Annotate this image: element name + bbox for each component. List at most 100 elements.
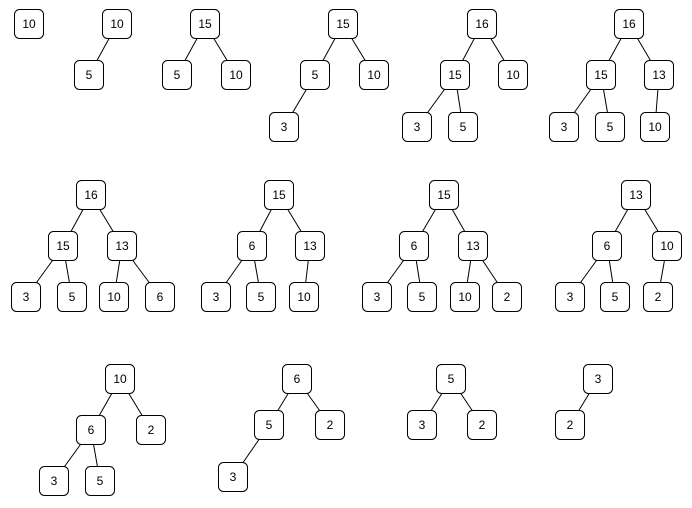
node-value: 10 — [22, 17, 36, 31]
node-value: 13 — [629, 188, 643, 202]
node-box — [586, 60, 616, 90]
tree-edge — [254, 260, 259, 283]
node-value: 10 — [110, 17, 124, 31]
node-value: 5 — [69, 290, 76, 304]
heap-tree-14: 32 — [555, 364, 613, 440]
node-value: 15 — [272, 188, 286, 202]
node-value: 15 — [198, 17, 212, 31]
node-value: 3 — [281, 120, 288, 134]
tree-edge — [115, 260, 121, 283]
node-value: 3 — [213, 290, 220, 304]
node-value: 3 — [567, 290, 574, 304]
node-box — [328, 9, 358, 39]
tree-node: 5 — [407, 282, 437, 312]
node-value: 10 — [297, 290, 311, 304]
tree-node: 10 — [289, 282, 319, 312]
tree-root-node: 3 — [583, 364, 613, 394]
tree-node: 3 — [269, 112, 299, 142]
node-box — [640, 112, 670, 142]
tree-root-node: 6 — [282, 364, 312, 394]
tree-edge — [637, 38, 651, 61]
tree-root-node: 10 — [102, 9, 132, 39]
tree-root-node: 16 — [467, 9, 497, 39]
node-value: 5 — [460, 120, 467, 134]
tree-node: 6 — [399, 231, 429, 261]
node-value: 2 — [655, 290, 662, 304]
node-box — [362, 282, 392, 312]
tree-edge — [65, 260, 70, 283]
node-value: 3 — [23, 290, 30, 304]
tree-node: 5 — [74, 60, 104, 90]
tree-root-node: 16 — [614, 9, 644, 39]
tree-root-node: 15 — [429, 180, 459, 210]
node-box — [190, 9, 220, 39]
tree-edge — [36, 260, 53, 283]
tree-node: 5 — [300, 60, 330, 90]
tree-edge — [427, 89, 445, 113]
node-box — [436, 364, 466, 394]
tree-edge — [456, 89, 462, 113]
node-box — [237, 231, 267, 261]
heap-tree-13: 5 3 2 — [407, 364, 497, 440]
heap-tree-1: 10 — [14, 9, 44, 39]
node-box — [105, 364, 135, 394]
node-box — [289, 282, 319, 312]
tree-edge — [578, 393, 590, 411]
node-value: 2 — [479, 418, 486, 432]
tree-node: 10 — [99, 282, 129, 312]
node-box — [644, 60, 674, 90]
node-value: 13 — [303, 239, 317, 253]
tree-edge — [128, 393, 143, 416]
node-box — [429, 180, 459, 210]
tree-edge — [306, 393, 321, 411]
tree-edge — [603, 89, 608, 113]
node-value: 15 — [448, 68, 462, 82]
node-box — [11, 282, 41, 312]
tree-edge — [184, 38, 198, 61]
tree-edge — [96, 38, 110, 61]
tree-edge — [655, 89, 659, 113]
node-value: 2 — [327, 418, 334, 432]
tree-node: 2 — [315, 410, 345, 440]
node-box — [39, 466, 69, 496]
tree-edge — [64, 444, 81, 467]
tree-node: 2 — [492, 282, 522, 312]
node-value: 16 — [84, 188, 98, 202]
node-box — [583, 364, 613, 394]
node-value: 3 — [374, 290, 381, 304]
node-box — [99, 282, 129, 312]
tree-edge — [580, 260, 597, 283]
tree-node: 10 — [498, 60, 528, 90]
node-value: 6 — [88, 423, 95, 437]
node-value: 5 — [448, 372, 455, 386]
tree-edge — [213, 38, 228, 61]
node-value: 5 — [419, 290, 426, 304]
node-value: 16 — [622, 17, 636, 31]
tree-node: 6 — [76, 415, 106, 445]
tree-edge — [287, 209, 302, 232]
tree-node: 5 — [246, 282, 276, 312]
tree-node: 5 — [85, 466, 115, 496]
tree-node: 13 — [107, 231, 137, 261]
node-value: 5 — [607, 120, 614, 134]
node-box — [467, 9, 497, 39]
node-box — [448, 112, 478, 142]
node-box — [399, 231, 429, 261]
node-box — [201, 282, 231, 312]
tree-root-node: 16 — [76, 180, 106, 210]
node-value: 5 — [258, 290, 265, 304]
node-box — [492, 282, 522, 312]
node-value: 5 — [312, 68, 319, 82]
tree-edge — [482, 260, 498, 283]
tree-node: 13 — [458, 231, 488, 261]
node-box — [592, 231, 622, 261]
tree-edge — [614, 209, 629, 232]
node-box — [614, 9, 644, 39]
tree-node: 5 — [600, 282, 630, 312]
tree-node: 3 — [407, 410, 437, 440]
